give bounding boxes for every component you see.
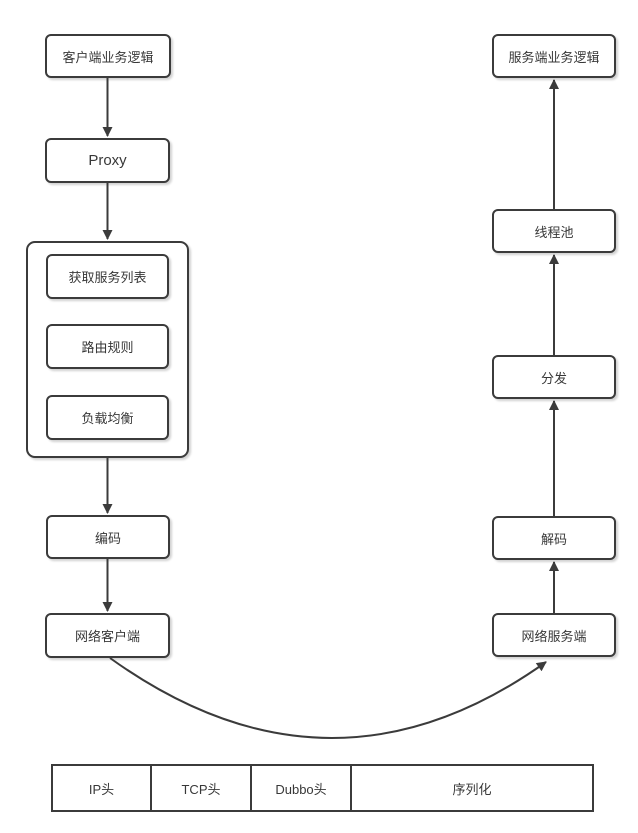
node-thread-pool: 线程池 [492,209,616,253]
packet-cell-serialization-label: 序列化 [452,781,492,797]
packet-cell-dubbo-header: Dubbo头 [250,766,350,810]
node-routing-rules: 路由规则 [46,324,169,369]
node-encode-label: 编码 [94,530,121,546]
packet-cell-serialization: 序列化 [350,766,592,810]
packet-cell-ip-header: IP头 [53,766,150,810]
node-client-business-logic: 客户端业务逻辑 [45,34,171,78]
node-load-balance-label: 负载均衡 [81,411,134,426]
node-load-balance: 负载均衡 [46,395,169,440]
arrow-network-client-to-network-server-icon [109,657,547,739]
node-thread-pool-label: 线程池 [534,224,574,240]
node-decode-label: 解码 [540,531,567,547]
node-encode: 编码 [46,515,170,559]
node-network-client-label: 网络客户端 [74,629,140,644]
node-get-service-list: 获取服务列表 [46,254,169,299]
node-server-business-logic: 服务端业务逻辑 [492,34,616,78]
node-proxy-label: Proxy [88,152,127,169]
node-decode: 解码 [492,516,616,560]
packet-cell-tcp-header: TCP头 [150,766,250,810]
node-server-business-logic-label: 服务端业务逻辑 [508,49,600,65]
packet-cell-dubbo-header-label: Dubbo头 [275,781,327,797]
node-network-server-label: 网络服务端 [521,628,587,644]
node-routing-rules-label: 路由规则 [81,340,134,355]
node-network-server: 网络服务端 [492,613,616,657]
node-dispatch-label: 分发 [540,370,567,386]
packet-cell-tcp-header-label: TCP头 [181,781,221,797]
node-network-client: 网络客户端 [45,613,170,658]
node-get-service-list-label: 获取服务列表 [68,270,147,285]
node-proxy: Proxy [45,138,170,183]
node-dispatch: 分发 [492,355,616,399]
packet-cell-ip-header-label: IP头 [88,781,115,797]
packet-structure-table: IP头 TCP头 Dubbo头 序列化 [51,764,594,812]
node-client-business-logic-label: 客户端业务逻辑 [62,49,154,65]
